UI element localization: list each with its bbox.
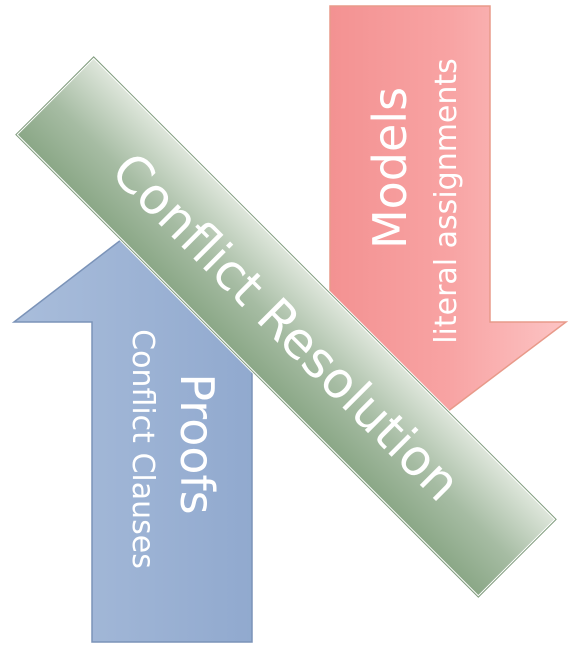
models-subtitle: literal assignments bbox=[429, 58, 464, 344]
models-title: Models bbox=[363, 86, 417, 250]
proofs-subtitle: Conflict Clauses bbox=[125, 329, 160, 569]
resolution-bar bbox=[13, 54, 559, 600]
proofs-title: Proofs bbox=[170, 373, 224, 515]
